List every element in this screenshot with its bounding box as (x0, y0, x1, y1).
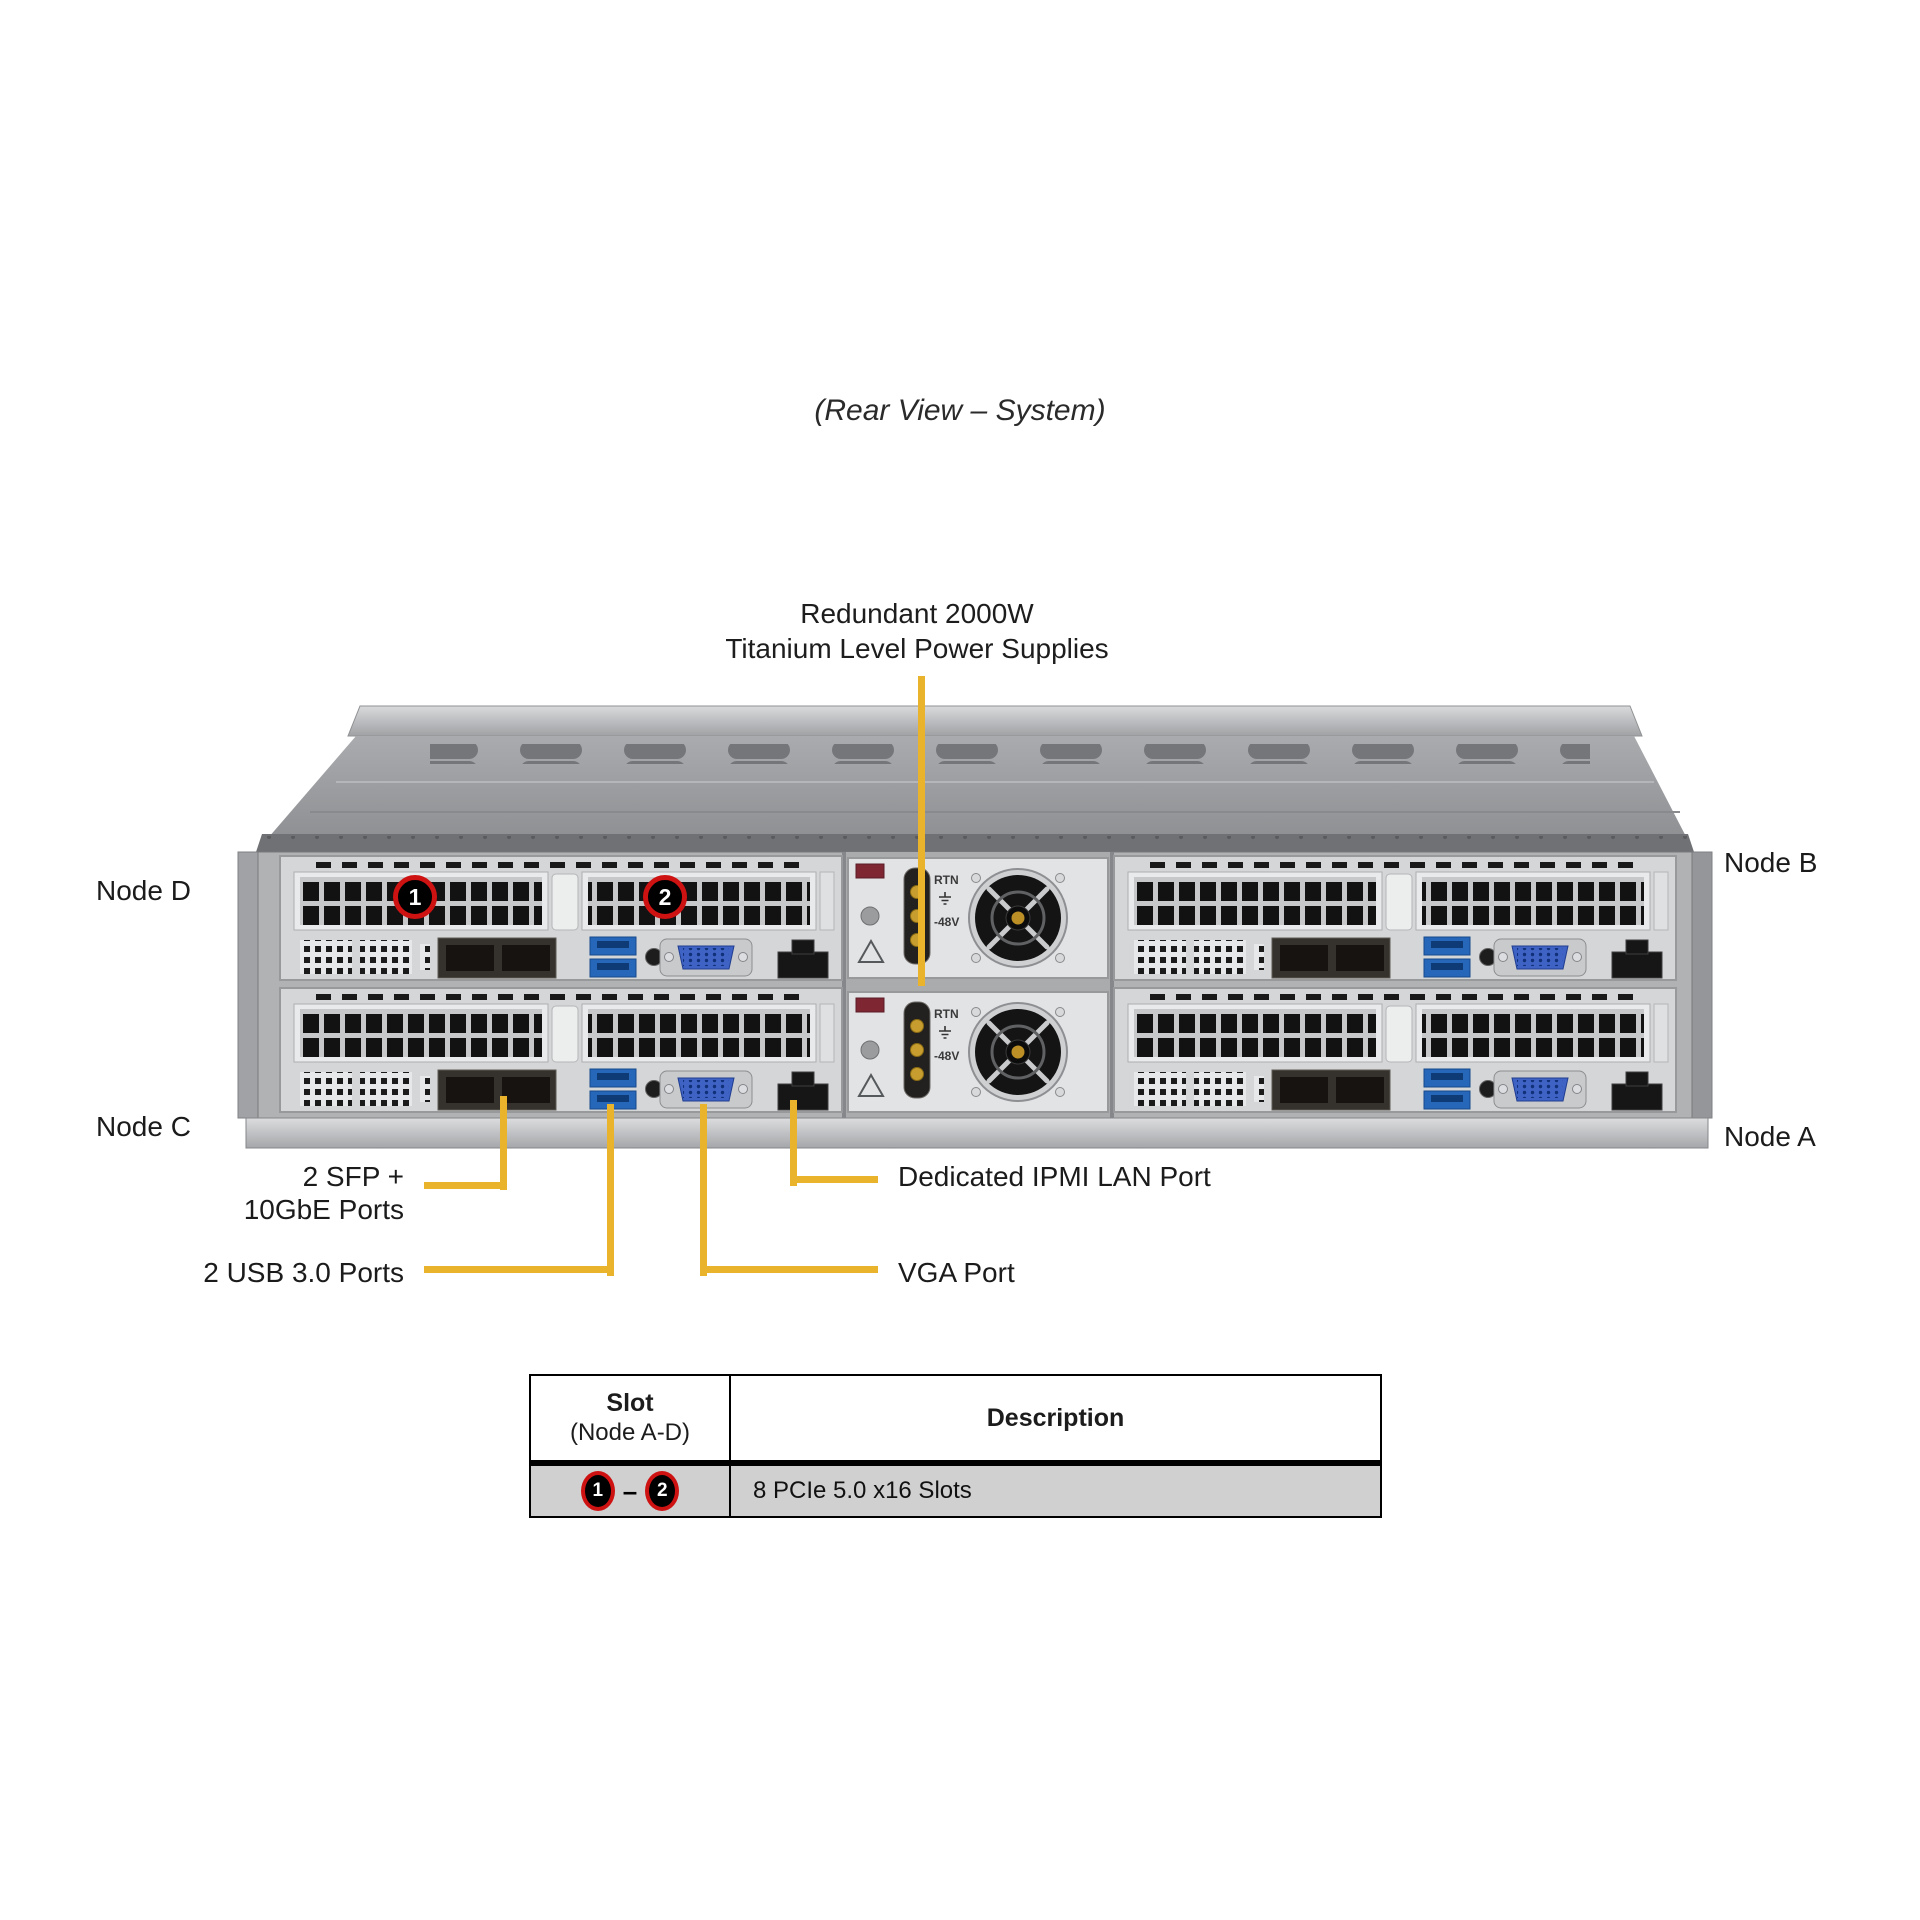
ipmi-lan-port-label: Dedicated IPMI LAN Port (898, 1161, 1211, 1192)
table-header-separator (531, 1460, 1380, 1466)
slot-range-dash: – (622, 1475, 638, 1506)
psu-bottom-labels: RTN -48V (934, 1008, 980, 1070)
vga-callout-line-horizontal (700, 1266, 878, 1273)
ground-icon (939, 892, 951, 905)
vga-callout-line-vertical (700, 1104, 707, 1276)
chassis-bottom-rail (245, 1117, 1709, 1149)
psu-voltage-label: -48V (934, 1049, 960, 1063)
vga-port-label: VGA Port (898, 1257, 1015, 1288)
sfp-ports-label: 2 SFP + 10GbE Ports (154, 1160, 404, 1226)
psu-callout-line2: Titanium Level Power Supplies (725, 633, 1109, 664)
psu-rtn-label: RTN (934, 1007, 959, 1021)
slot-description-table: Slot (Node A-D) Description 1 – 2 8 PCIe… (529, 1374, 1382, 1518)
psu-callout-line (918, 676, 925, 986)
chassis-top-flange (347, 705, 1643, 737)
psu-callout-label: Redundant 2000W Titanium Level Power Sup… (617, 596, 1217, 666)
ipmi-callout-line-vertical (790, 1100, 797, 1186)
table-cell-description: 8 PCIe 5.0 x16 Slots (753, 1477, 972, 1504)
slot2-marker-small: 2 (645, 1471, 680, 1511)
node-a-label: Node A (1724, 1121, 1816, 1152)
psu-rtn-label: RTN (934, 873, 959, 887)
ipmi-callout-line-horizontal (790, 1176, 878, 1183)
sfp-ports-label-line2: 10GbE Ports (243, 1194, 404, 1225)
table-row: 1 – 2 8 PCIe 5.0 x16 Slots (531, 1466, 1380, 1516)
node-a-panel (1114, 988, 1676, 1112)
table-header-description: Description (986, 1404, 1125, 1432)
slot1-marker-small: 1 (580, 1471, 615, 1511)
table-header-slot: Slot (Node A-D) (531, 1376, 731, 1460)
table-cell-slot-range: 1 – 2 (531, 1466, 731, 1516)
table-header-slot-title: Slot (606, 1389, 654, 1417)
sfp-ports-label-line1: 2 SFP + (302, 1161, 404, 1192)
psu-top-labels: RTN -48V (934, 874, 980, 936)
slot1-marker: 1 (393, 875, 437, 919)
psu-callout-line1: Redundant 2000W (800, 598, 1034, 629)
chassis-lid (256, 736, 1694, 852)
node-d-label: Node D (96, 875, 191, 906)
psu-voltage-label: -48V (934, 915, 960, 929)
figure-title: (Rear View – System) (814, 394, 1106, 427)
ground-icon (939, 1026, 951, 1039)
usb-callout-line-horizontal (424, 1266, 614, 1273)
node-d-panel (280, 856, 842, 980)
table-header-slot-subtitle: (Node A-D) (569, 1419, 691, 1446)
node-c-label: Node C (96, 1111, 191, 1142)
node-c-panel (280, 988, 842, 1112)
node-b-label: Node B (1724, 847, 1818, 878)
sfp-callout-line-horizontal (424, 1182, 507, 1189)
table-header-row: Slot (Node A-D) Description (531, 1376, 1380, 1460)
usb-ports-label: 2 USB 3.0 Ports (203, 1257, 404, 1288)
usb-callout-line-vertical (607, 1104, 614, 1276)
sfp-callout-line-vertical (500, 1096, 507, 1190)
node-b-panel (1114, 856, 1676, 980)
slot2-marker: 2 (643, 875, 687, 919)
